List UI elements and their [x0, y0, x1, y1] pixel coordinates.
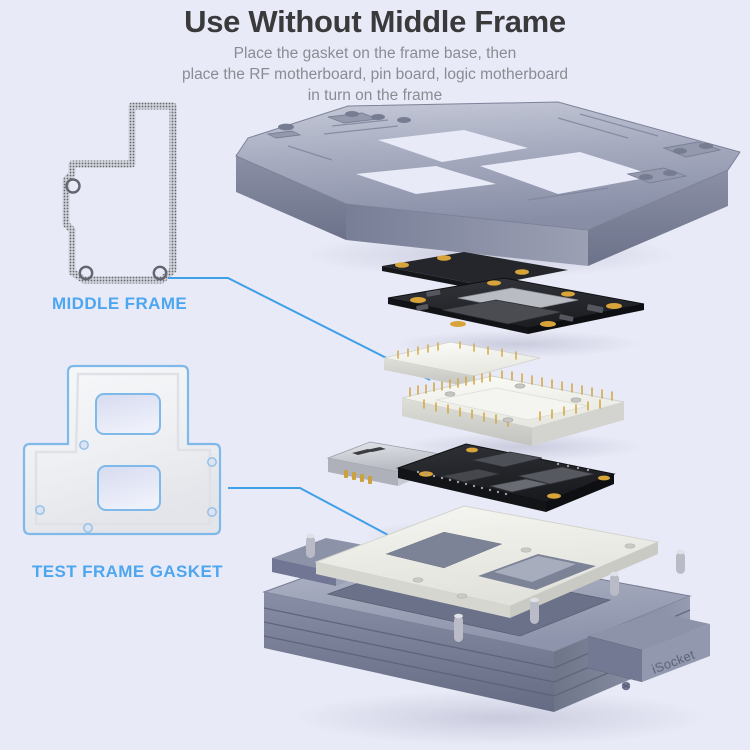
gasket-relief: [34, 372, 212, 526]
gasket-cutout-upper: [95, 393, 161, 435]
clamp-bracket-top: [588, 612, 710, 650]
logic-board-gold-pads: [410, 280, 622, 327]
fixture-side-wall: [236, 154, 346, 240]
soc-shield: [441, 299, 563, 325]
callout-label-test-frame-gasket: TEST FRAME GASKET: [32, 562, 223, 581]
base-front-ribs: [263, 607, 555, 697]
gasket-window-2-inner: [494, 556, 576, 582]
pin-board-front-face: [402, 398, 532, 446]
top-fixture-frame: [235, 101, 741, 266]
sim-tray-front: [328, 458, 398, 486]
middle-frame-illustration: [62, 102, 177, 284]
rf-board-gold-pads: [419, 447, 610, 499]
rf-motherboard: [326, 441, 616, 512]
clamp-rail-front: [272, 558, 336, 586]
pin-board-right-face: [532, 402, 624, 446]
seated-gasket-screw-holes: [412, 543, 636, 599]
pin-board-screw-holes: [444, 383, 582, 423]
frame-band: [62, 102, 177, 284]
pin-board-upper-side: [384, 358, 474, 388]
rf-ic: [441, 468, 501, 483]
locating-post: [454, 613, 463, 642]
rf-board-edge-front: [398, 468, 546, 512]
subtitle-line-3: in turn on the frame: [307, 86, 443, 104]
sim-tray-slots: [352, 447, 386, 455]
fixture-side-wall: [588, 168, 728, 266]
subtitle-line-2: place the RF motherboard, pin board, log…: [182, 65, 568, 83]
sim-contacts: [344, 470, 372, 484]
logic-board-edge-right: [528, 304, 644, 334]
locating-posts: [306, 533, 685, 642]
logic-board-upper: [382, 252, 568, 286]
bracket-screw-icon: [621, 681, 631, 691]
fixture-locating-holes: [278, 111, 713, 180]
rf-shield: [517, 466, 595, 485]
pin-board: [383, 341, 625, 446]
screw-hole: [78, 265, 94, 281]
gasket-body: [22, 364, 222, 536]
fixture-window: [480, 152, 656, 194]
fixture-window: [356, 166, 496, 194]
gasket-screw-hole: [35, 505, 45, 515]
seated-gasket-side: [510, 542, 658, 618]
logic-motherboard: [382, 252, 645, 334]
logic-board-upper-edge: [382, 266, 486, 291]
clamp-bracket-side: [642, 624, 710, 682]
pogo-pin-row: [409, 370, 613, 427]
fixture-window: [378, 130, 528, 162]
fixture-front-wall: [346, 202, 588, 266]
screw-hole: [65, 178, 81, 194]
callout-label-middle-frame: MIDDLE FRAME: [52, 294, 188, 313]
rf-board-contact-dots: [416, 462, 590, 496]
gasket-screw-hole: [207, 457, 217, 467]
rf-ic: [489, 478, 549, 493]
logic-board-upper-pads: [395, 255, 529, 275]
gasket-screw-hole: [79, 440, 89, 450]
locating-post: [306, 533, 315, 558]
gasket-screw-hole: [83, 523, 93, 533]
fixture-machining-lines: [287, 113, 659, 201]
gasket-screw-hole: [207, 507, 217, 517]
seated-gasket-front: [316, 562, 510, 618]
rf-board-edge-right: [546, 474, 614, 512]
locating-post: [530, 597, 539, 624]
subtitle: Place the gasket on the frame base, then…: [0, 44, 750, 107]
test-frame-base: iSocket: [262, 505, 710, 712]
test-frame-gasket-illustration: [22, 364, 222, 536]
page-title: Use Without Middle Frame: [184, 4, 566, 39]
locating-post: [676, 549, 685, 574]
logic-board-components: [416, 289, 604, 322]
gasket-window-1: [386, 532, 502, 568]
subtitle-line-1: Place the gasket on the frame base, then: [233, 44, 517, 62]
gasket-cutout-lower: [97, 465, 161, 511]
rf-shield: [471, 451, 543, 468]
pogo-pin-row-upper: [397, 341, 517, 360]
clamp-bracket-front-2: [588, 636, 642, 682]
screw-hole: [152, 265, 168, 281]
header: Use Without Middle Frame Place the gaske…: [0, 0, 750, 106]
locating-post: [610, 571, 619, 596]
